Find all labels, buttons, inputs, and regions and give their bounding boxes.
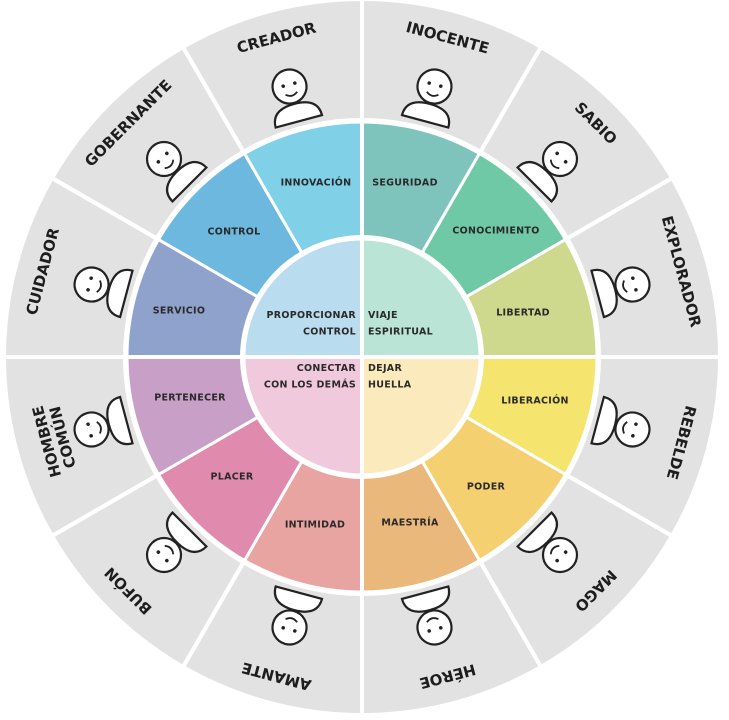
rebel-icon — [590, 395, 651, 448]
value-label: SEGURIDAD — [372, 178, 438, 189]
core-quadrant-fill — [360, 237, 482, 359]
sector-divider — [181, 45, 247, 155]
core-quadrant — [360, 355, 482, 477]
sector-divider — [50, 176, 160, 242]
core-label-line: DEJAR — [368, 363, 402, 374]
value-label: PLACER — [211, 472, 254, 483]
value-label: INTIMIDAD — [285, 520, 345, 531]
core-quadrant — [242, 237, 364, 359]
core-label: DEJAR HUELLA — [368, 363, 412, 391]
lover-icon — [271, 585, 324, 646]
core-label-line: CONTROL — [303, 327, 356, 338]
value-label: PERTENECER — [154, 393, 226, 404]
sector-divider — [564, 472, 674, 538]
core-quadrant-fill — [242, 355, 364, 477]
core-label-line: VIAJE — [368, 310, 398, 321]
everyman-icon — [73, 395, 134, 448]
creator-orbit-icon — [271, 68, 324, 129]
ruler-crown-icon — [145, 140, 208, 203]
sector-divider — [50, 472, 160, 538]
caregiver-icon — [73, 266, 134, 319]
sage-icon — [516, 140, 579, 203]
core-quadrant — [360, 237, 482, 359]
value-label: SERVICIO — [153, 306, 206, 317]
archetype-sector: HOMBRECOMÚN — [1, 355, 162, 539]
masked-hero-icon — [400, 585, 453, 646]
core-label-line: HUELLA — [368, 380, 412, 391]
value-label: LIBERTAD — [496, 308, 550, 319]
value-label: MAESTRÍA — [381, 517, 439, 529]
archetype-sector: SABIO — [476, 44, 675, 243]
value-label: INNOVACIÓN — [281, 177, 352, 189]
core-label-line: ESPIRITUAL — [368, 327, 433, 338]
value-label: PODER — [467, 482, 506, 493]
core-quadrant-fill — [360, 355, 482, 477]
core-label-line: CON LOS DEMÁS — [264, 379, 356, 391]
archetype-sector: INOCENTE — [360, 0, 544, 157]
archetype-sector: EXPLORADOR — [562, 175, 723, 359]
core-label-line: CONECTAR — [297, 363, 357, 374]
value-label: CONOCIMIENTO — [452, 226, 539, 237]
sector-divider — [181, 559, 247, 669]
sector-divider — [477, 45, 543, 155]
core-label: VIAJE ESPIRITUAL — [368, 310, 433, 338]
jester-icon — [145, 511, 208, 574]
astronaut-icon — [590, 266, 651, 319]
core-quadrant — [242, 355, 364, 477]
core-label: CONECTAR CON LOS DEMÁS — [264, 363, 357, 391]
baby-face-icon — [400, 68, 453, 129]
value-label: LIBERACIÓN — [501, 395, 569, 407]
core-label-line: PROPORCIONAR — [266, 310, 356, 321]
core-label: PROPORCIONAR CONTROL — [266, 310, 356, 338]
core-quadrant-fill — [242, 237, 364, 359]
value-label: CONTROL — [207, 227, 260, 238]
wizard-icon — [516, 511, 579, 574]
sector-divider — [564, 176, 674, 242]
sector-divider — [477, 559, 543, 669]
